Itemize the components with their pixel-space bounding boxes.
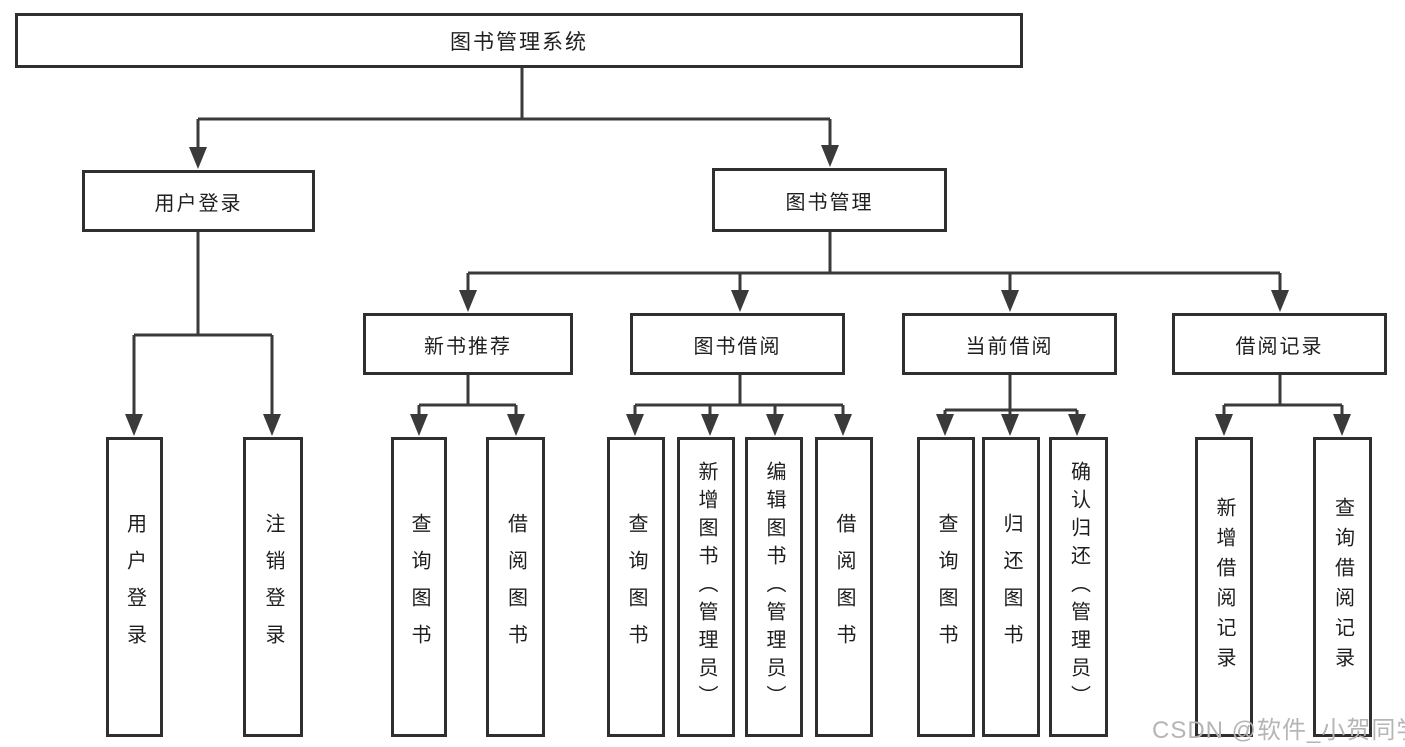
node-current-borrowing: 当前借阅 [902, 313, 1117, 375]
node-borrowing-records: 借阅记录 [1172, 313, 1387, 375]
arrow-down-icon [936, 414, 954, 436]
arrow-down-icon [189, 147, 207, 169]
node-label: 图书管理系统 [450, 30, 588, 54]
csdn-watermark: CSDN @软件_小贺同学 [1152, 717, 1405, 744]
leaf-label: 新增借阅记录 [1213, 497, 1235, 677]
leaf-label: 确认归还（管理员） [1067, 461, 1090, 713]
node-user-login: 用户登录 [82, 170, 315, 232]
arrow-down-icon [834, 414, 852, 436]
node-book-borrowing: 图书借阅 [630, 313, 845, 375]
leaf-label: 查询图书 [625, 513, 647, 661]
leaf-label: 注销登录 [262, 513, 284, 661]
node-book-management: 图书管理 [712, 168, 947, 232]
leaf-add-borrow-record: 新增借阅记录 [1195, 437, 1253, 737]
leaf-confirm-return-admin: 确认归还（管理员） [1049, 437, 1108, 737]
leaf-borrow-book: 借阅图书 [486, 437, 545, 737]
leaf-label: 新增图书（管理员） [695, 461, 717, 713]
node-library-management-system: 图书管理系统 [15, 13, 1023, 68]
arrow-down-icon [410, 414, 428, 436]
arrow-down-icon [1333, 414, 1351, 436]
arrow-down-icon [1271, 290, 1289, 312]
leaf-label: 借阅图书 [833, 513, 855, 661]
leaf-user-login: 用户登录 [106, 437, 163, 737]
arrow-down-icon [1215, 414, 1233, 436]
arrow-down-icon [459, 290, 477, 312]
arrow-down-icon [1068, 414, 1086, 436]
leaf-label: 借阅图书 [504, 513, 527, 661]
leaf-logout: 注销登录 [243, 437, 303, 737]
arrow-down-icon [701, 414, 719, 436]
leaf-label: 查询图书 [408, 513, 430, 661]
arrow-down-icon [1001, 414, 1019, 436]
node-label: 当前借阅 [965, 335, 1054, 358]
arrow-down-icon [507, 414, 525, 436]
arrow-down-icon [125, 414, 143, 436]
arrow-down-icon [731, 290, 749, 312]
leaf-label: 查询图书 [935, 513, 957, 661]
leaf-query-book: 查询图书 [917, 437, 975, 737]
leaf-label: 查询借阅记录 [1331, 497, 1354, 677]
leaf-label: 归还图书 [1000, 513, 1022, 661]
leaf-label: 编辑图书（管理员） [763, 461, 785, 713]
arrow-down-icon [263, 414, 281, 436]
node-label: 用户登录 [154, 192, 243, 215]
node-new-book-recommend: 新书推荐 [363, 313, 573, 375]
arrow-down-icon [1001, 290, 1019, 312]
node-label: 新书推荐 [424, 335, 512, 358]
leaf-return-book: 归还图书 [982, 437, 1040, 737]
leaf-label: 用户登录 [123, 513, 146, 661]
arrow-down-icon [766, 414, 784, 436]
leaf-query-book: 查询图书 [607, 437, 665, 737]
node-label: 图书管理 [785, 191, 874, 214]
node-label: 图书借阅 [693, 335, 782, 358]
leaf-add-book-admin: 新增图书（管理员） [677, 437, 735, 737]
arrow-down-icon [821, 145, 839, 167]
leaf-query-borrow-record: 查询借阅记录 [1313, 437, 1372, 737]
node-label: 借阅记录 [1235, 335, 1324, 358]
leaf-borrow-book: 借阅图书 [815, 437, 873, 737]
arrow-down-icon [626, 414, 644, 436]
leaf-edit-book-admin: 编辑图书（管理员） [745, 437, 803, 737]
leaf-query-book: 查询图书 [391, 437, 447, 737]
